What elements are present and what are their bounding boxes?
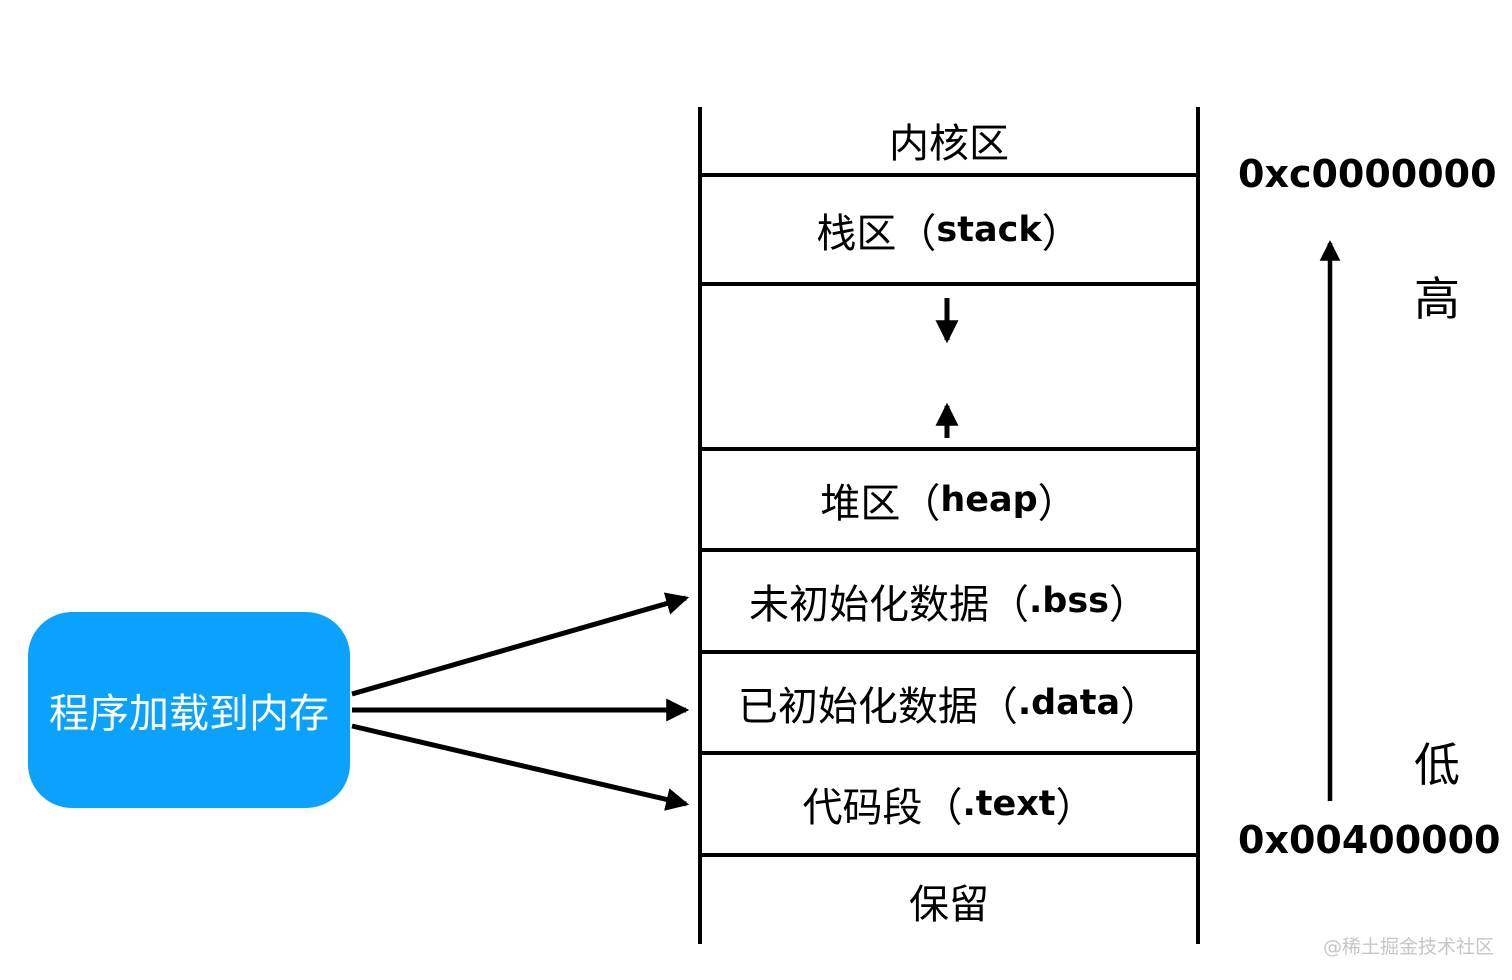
segment-data-label: 已初始化数据 xyxy=(737,683,978,730)
axis-high-label: 高 xyxy=(1414,272,1460,326)
segment-data: 已初始化数据（.data） xyxy=(702,654,1196,755)
segment-kernel-label: 内核区 xyxy=(889,121,1009,167)
address-low: 0x00400000 xyxy=(1238,818,1501,862)
arrow-to-bss xyxy=(351,592,690,697)
address-high: 0xc0000000 xyxy=(1238,152,1497,196)
segment-stack: 栈区（stack） xyxy=(702,177,1196,286)
segment-bss: 未初始化数据（.bss） xyxy=(702,552,1196,654)
segment-heap: 堆区（heap） xyxy=(702,451,1196,552)
segment-stack-en-label: stack xyxy=(936,209,1042,250)
segment-reserved: 保留 xyxy=(702,857,1196,944)
segment-reserved-label: 保留 xyxy=(909,881,989,928)
segment-bss-en-label: .bss xyxy=(1028,581,1109,621)
arrow-to-text xyxy=(351,723,690,811)
segment-text-en-label: .text xyxy=(962,784,1056,824)
segment-stack-label: 栈区 xyxy=(816,210,897,257)
segment-growth-gap xyxy=(702,286,1196,451)
segment-text: 代码段（.text） xyxy=(702,755,1196,857)
memory-column: 内核区 栈区（stack） 堆区（heap） 未初始化数据（.bss） 已初始化… xyxy=(698,107,1200,944)
segment-heap-label: 堆区 xyxy=(820,480,901,527)
segment-data-en-label: .data xyxy=(1017,682,1121,723)
segment-heap-en-label: heap xyxy=(940,479,1038,520)
program-box-label: 程序加载到内存 xyxy=(49,691,329,737)
segment-bss-label: 未初始化数据 xyxy=(748,582,989,628)
segment-kernel: 内核区 xyxy=(702,107,1196,177)
program-box: 程序加载到内存 xyxy=(28,612,350,808)
watermark: @稀土掘金技术社区 xyxy=(1322,936,1494,958)
axis-low-label: 低 xyxy=(1414,738,1460,792)
segment-text-label: 代码段 xyxy=(802,785,923,831)
